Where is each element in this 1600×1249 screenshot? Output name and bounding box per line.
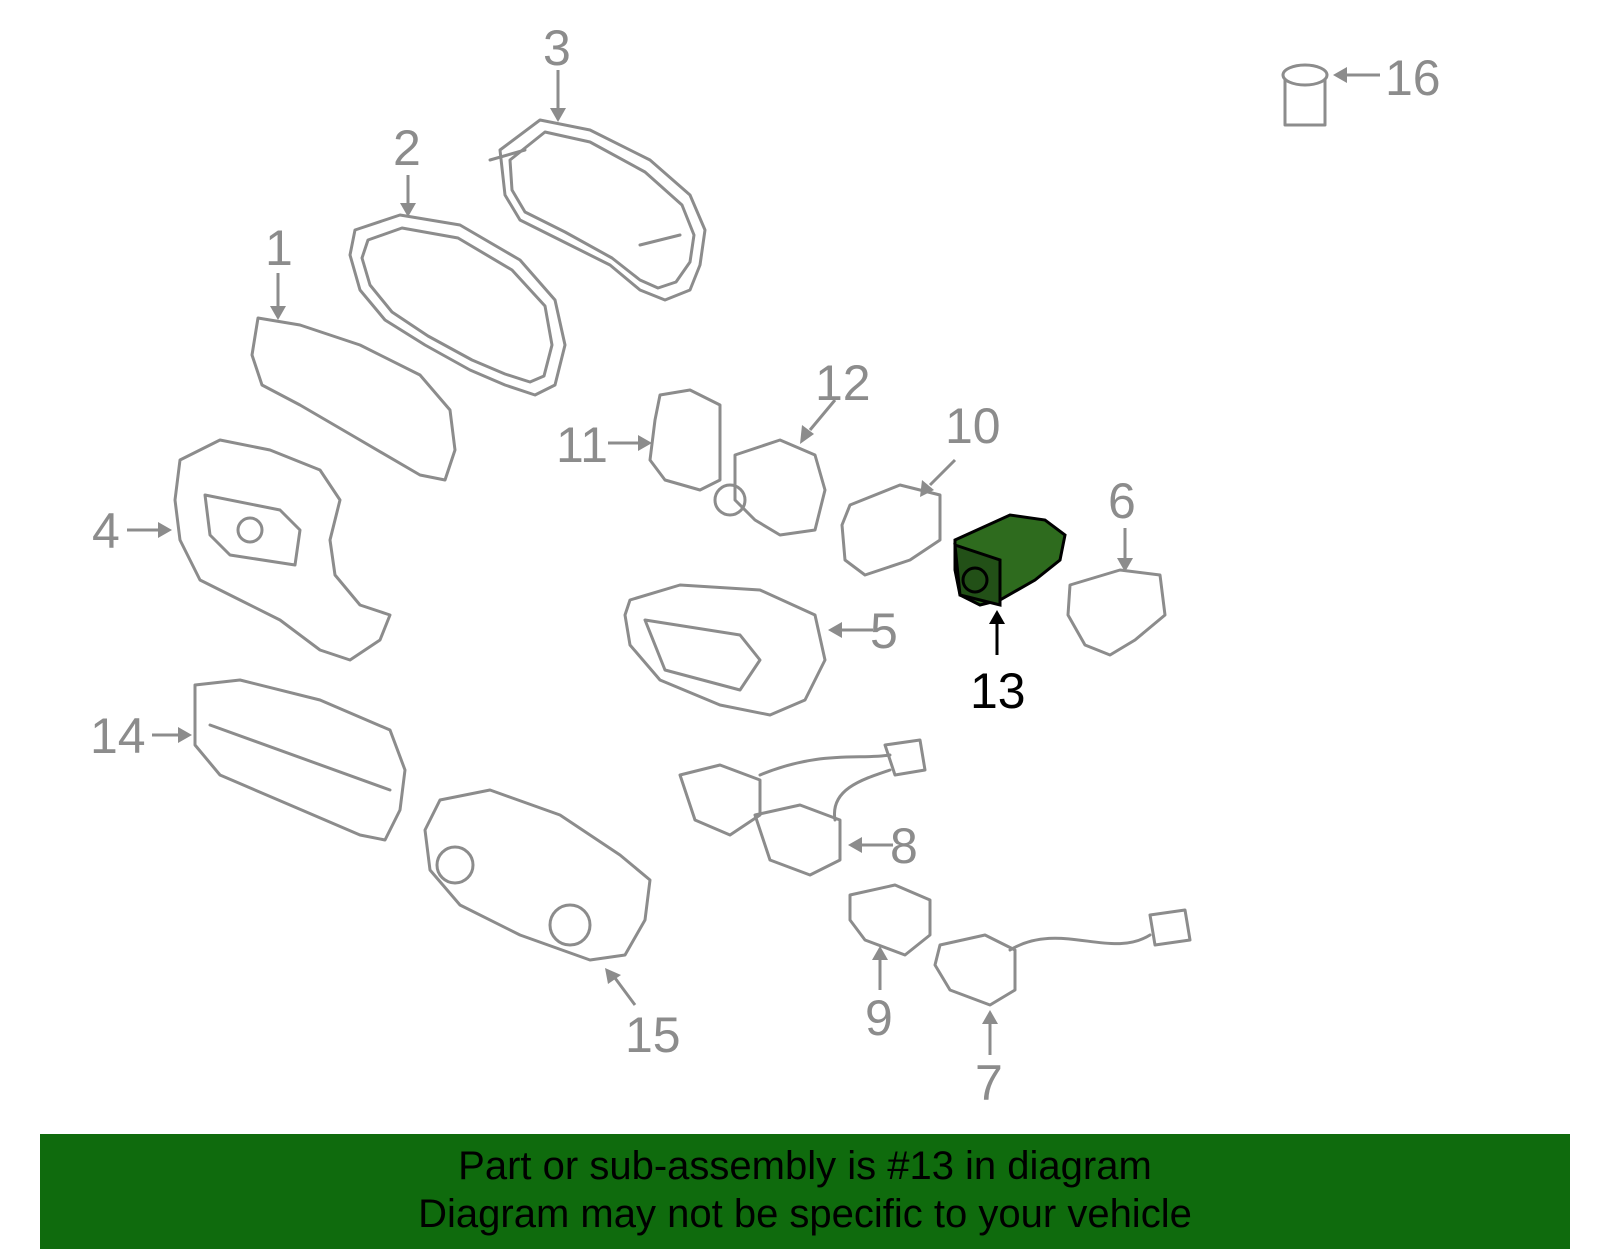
callout-3: 3 [543,20,571,76]
callout-4: 4 [92,503,120,559]
callout-5: 5 [870,603,898,659]
info-banner: Part or sub-assembly is #13 in diagram D… [40,1134,1570,1249]
callout-8: 8 [890,818,918,874]
part-9-switch [848,883,932,957]
banner-line-1: Part or sub-assembly is #13 in diagram [458,1144,1152,1188]
callout-9: 9 [865,990,893,1046]
callout-12: 12 [815,355,871,411]
callout-6: 6 [1108,473,1136,529]
callout-14: 14 [90,708,146,764]
callout-15: 15 [625,1007,681,1063]
part-13-highlighted-switch [953,513,1067,607]
part-2-cluster-frame [348,213,567,397]
part-5-vent [623,583,827,717]
part-8-harness [678,738,927,877]
callout-1: 1 [265,220,293,276]
part-4-bezel [173,438,392,662]
part-3-cluster-housing [488,118,707,302]
callout-13: 13 [970,663,1026,719]
callout-7: 7 [975,1055,1003,1111]
part-11-switch [648,388,722,492]
part-15-climate-control [423,788,652,962]
callout-10: 10 [945,398,1001,454]
callout-2: 2 [393,120,421,176]
callout-11: 11 [556,417,608,473]
leader-lines [127,67,1380,1055]
part-12-switch-assembly [713,438,827,537]
callout-16: 16 [1385,50,1441,106]
part-6-switch [1066,568,1167,657]
part-14-control-panel [193,678,407,842]
part-10-switch [840,483,942,577]
part-7-harness [933,908,1192,1007]
part-16-clip [1281,63,1329,127]
banner-line-2: Diagram may not be specific to your vehi… [418,1192,1192,1236]
part-1-lens-panel [250,316,457,482]
